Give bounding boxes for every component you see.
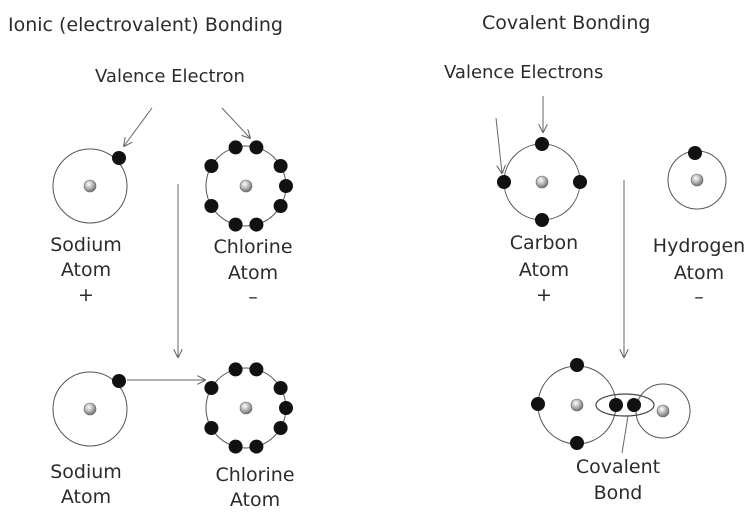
carbon-bottom-electron-bottom bbox=[570, 436, 584, 450]
chlorine-charge: – bbox=[248, 286, 258, 308]
hydrogen-label: Hydrogen bbox=[653, 235, 745, 257]
carbon-electrons-electron-4 bbox=[497, 175, 511, 189]
chlorine-electrons-electron-6 bbox=[249, 217, 264, 232]
sodium-charge: + bbox=[78, 284, 94, 306]
carbon-electrons-electron-3 bbox=[535, 213, 549, 227]
chlorine-atom-bottom bbox=[204, 362, 293, 454]
hydrogen-charge: – bbox=[694, 286, 704, 308]
chlorine-nucleus-bottom bbox=[239, 401, 253, 415]
valence-arrow-to-carbon-left bbox=[495, 117, 502, 173]
covalent-bond-pointer bbox=[621, 415, 629, 454]
chlorine-electrons-electron-4 bbox=[279, 179, 293, 193]
chlorine-nucleus bbox=[239, 179, 253, 193]
sodium-label: Sodium bbox=[50, 234, 122, 256]
sodium-atom-top bbox=[52, 148, 128, 224]
sodium-nucleus bbox=[83, 179, 97, 193]
sodium-valence-electron bbox=[112, 151, 126, 165]
valence-arrow-to-sodium bbox=[124, 107, 153, 146]
chlorine-electrons-electron-5 bbox=[273, 199, 288, 213]
carbon-charge: + bbox=[536, 284, 552, 306]
chlorine-electrons bbox=[204, 140, 293, 232]
chlorine-after-label: Chlorine bbox=[215, 464, 294, 486]
chlorine-electrons-electron-8 bbox=[204, 199, 219, 213]
covalent-bond bbox=[595, 393, 655, 417]
sodium-atom-word: Atom bbox=[61, 259, 111, 281]
chlorine-electrons-electron-7 bbox=[228, 217, 243, 232]
shared-electron-left bbox=[609, 398, 623, 412]
chlorine-electrons-bottom-electron-2 bbox=[249, 362, 264, 377]
covalent-title: Covalent Bonding bbox=[482, 12, 650, 34]
carbon-electrons bbox=[497, 137, 587, 227]
covalent-bond-label-2: Bond bbox=[594, 482, 643, 504]
covalent-bond-label-1: Covalent bbox=[576, 456, 660, 478]
carbon-atom-bottom bbox=[531, 358, 617, 450]
chlorine-electrons-electron-3 bbox=[273, 159, 288, 173]
chlorine-electrons-bottom-electron-8 bbox=[204, 421, 219, 435]
carbon-bottom-electron-left bbox=[531, 397, 545, 411]
chlorine-electrons-bottom-electron-1 bbox=[228, 362, 243, 377]
covalent-valence-label: Valence Electrons bbox=[444, 62, 603, 83]
sodium-orbit-bottom bbox=[52, 371, 128, 447]
sodium-orbit bbox=[52, 148, 128, 224]
carbon-electrons-electron-2 bbox=[573, 175, 587, 189]
chlorine-electrons-bottom-electron-7 bbox=[228, 439, 243, 454]
sodium-nucleus-bottom bbox=[83, 402, 97, 416]
chlorine-electrons-electron-1 bbox=[228, 140, 243, 155]
chlorine-electrons-bottom-electron-6 bbox=[249, 439, 264, 454]
carbon-bottom-electron-top bbox=[570, 358, 584, 372]
chlorine-electrons-bottom-electron-4 bbox=[279, 401, 293, 415]
hydrogen-atom-word: Atom bbox=[674, 262, 724, 284]
sodium-after-label: Sodium bbox=[50, 461, 122, 483]
carbon-nucleus-bottom bbox=[570, 398, 584, 412]
chlorine-electrons-electron-2 bbox=[249, 140, 264, 155]
valence-arrow-to-chlorine bbox=[221, 107, 250, 138]
chlorine-electrons-bottom-electron-9 bbox=[204, 381, 219, 395]
hydrogen-nucleus bbox=[690, 173, 704, 187]
chlorine-atom-word: Atom bbox=[228, 262, 278, 284]
hydrogen-electron bbox=[688, 146, 702, 160]
hydrogen-atom-top bbox=[667, 146, 727, 210]
sodium-after-atom-word: Atom bbox=[61, 486, 111, 508]
carbon-atom-word: Atom bbox=[519, 259, 569, 281]
shared-electron-pair-ring bbox=[595, 393, 655, 417]
carbon-nucleus bbox=[535, 175, 549, 189]
chlorine-electrons-bottom-electron-5 bbox=[273, 421, 288, 435]
carbon-electrons-electron-1 bbox=[535, 137, 549, 151]
ionic-title: Ionic (electrovalent) Bonding bbox=[8, 14, 283, 36]
carbon-atom-top bbox=[497, 137, 587, 227]
chlorine-atom-top bbox=[204, 140, 293, 232]
carbon-label: Carbon bbox=[510, 232, 578, 254]
chlorine-after-atom-word: Atom bbox=[230, 489, 280, 511]
sodium-transfer-electron bbox=[112, 374, 126, 388]
shared-electron-right bbox=[627, 398, 641, 412]
chlorine-electrons-bottom bbox=[204, 362, 293, 454]
chlorine-label: Chlorine bbox=[213, 236, 292, 258]
hydrogen-atom-bottom bbox=[635, 383, 691, 439]
chlorine-electrons-bottom-electron-3 bbox=[273, 381, 288, 395]
sodium-atom-bottom bbox=[52, 371, 128, 447]
ionic-valence-label: Valence Electron bbox=[95, 66, 245, 87]
hydrogen-nucleus-bottom bbox=[656, 404, 670, 418]
chlorine-electrons-electron-9 bbox=[204, 159, 219, 173]
